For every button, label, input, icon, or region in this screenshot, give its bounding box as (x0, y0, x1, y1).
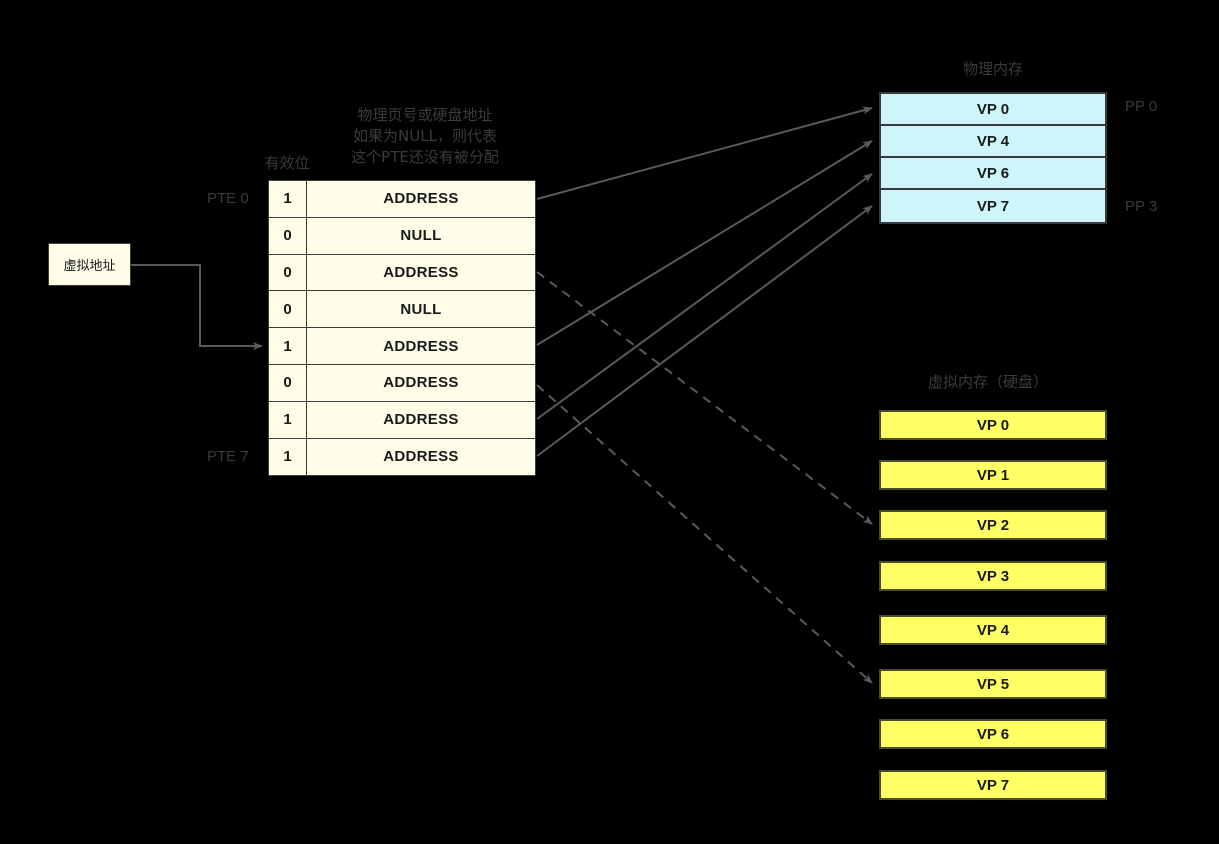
table-row[interactable]: 0 ADDRESS (269, 254, 535, 292)
disk-memory-title: 虚拟内存（硬盘） (927, 373, 1049, 391)
list-item[interactable]: VP 7 (879, 770, 1107, 800)
physical-page-label: VP 6 (976, 164, 1010, 182)
pte-valid-bit: 1 (269, 181, 307, 217)
list-item[interactable]: VP 5 (879, 669, 1107, 699)
physical-page-label: VP 7 (976, 197, 1010, 215)
table-row[interactable]: 0 ADDRESS (269, 364, 535, 402)
pte-address: ADDRESS (383, 263, 459, 281)
pte-valid-bit: 1 (269, 438, 307, 476)
list-item[interactable]: VP 4 (881, 126, 1105, 158)
disk-page-label: VP 7 (976, 776, 1010, 794)
disk-page-label: VP 6 (976, 725, 1010, 743)
edge-pte2-to-disk-vp2 (536, 271, 873, 525)
list-item[interactable]: VP 0 (881, 94, 1105, 126)
pte-address: NULL (400, 227, 442, 245)
edge-pte5-to-disk-vp5 (536, 384, 873, 684)
physical-memory-title: 物理内存 (962, 60, 1024, 78)
edge-pte0-to-pp0 (536, 106, 873, 200)
table-row[interactable]: 1 ADDRESS (269, 401, 535, 439)
pte-address: NULL (400, 300, 442, 318)
disk-page-label: VP 1 (976, 466, 1010, 484)
edge-pte4-to-pp1 (536, 140, 873, 346)
table-row[interactable]: 1 ADDRESS (269, 328, 535, 365)
list-item[interactable]: VP 2 (879, 510, 1107, 540)
pte-address: ADDRESS (383, 190, 459, 208)
page-table: 1 ADDRESS 0 NULL 0 ADDRESS 0 NULL 1 ADDR… (268, 180, 536, 477)
physical-page-label: VP 0 (976, 100, 1010, 118)
table-row[interactable]: 1 ADDRESS (269, 181, 535, 218)
disk-page-label: VP 3 (976, 567, 1010, 585)
table-row[interactable]: 0 NULL (269, 291, 535, 329)
address-note: 物理页号或硬盘地址 如果为NULL，则代表 这个PTE还没有被分配 (351, 105, 499, 168)
disk-page-label: VP 0 (976, 416, 1010, 434)
pte-address: ADDRESS (383, 411, 459, 429)
edge-pte6-to-pp2 (536, 173, 873, 420)
list-item[interactable]: VP 6 (881, 158, 1105, 190)
table-row[interactable]: 1 ADDRESS (269, 438, 535, 476)
table-row[interactable]: 0 NULL (269, 217, 535, 255)
disk-page-label: VP 2 (976, 516, 1010, 534)
valid-bit-label: 有效位 (264, 154, 310, 172)
edge-virtual-address-to-pte4 (131, 264, 263, 350)
virtual-address-box[interactable]: 虚拟地址 (48, 243, 131, 286)
list-item[interactable]: VP 1 (879, 460, 1107, 490)
list-item[interactable]: VP 0 (879, 410, 1107, 440)
pte-first-label: PTE 0 (207, 190, 249, 207)
pp-last-label: PP 3 (1125, 198, 1158, 215)
pte-valid-bit: 0 (269, 254, 307, 291)
pte-valid-bit: 0 (269, 291, 307, 328)
list-item[interactable]: VP 4 (879, 615, 1107, 645)
edge-pte7-to-pp3 (536, 205, 873, 457)
pte-address: ADDRESS (383, 448, 459, 466)
physical-memory-block: VP 0 VP 4 VP 6 VP 7 (879, 92, 1107, 224)
list-item[interactable]: VP 7 (881, 190, 1105, 222)
list-item[interactable]: VP 3 (879, 561, 1107, 591)
pp-first-label: PP 0 (1125, 98, 1158, 115)
disk-page-label: VP 5 (976, 675, 1010, 693)
disk-page-label: VP 4 (976, 621, 1010, 639)
list-item[interactable]: VP 6 (879, 719, 1107, 749)
pte-valid-bit: 1 (269, 401, 307, 438)
address-note-line-3: 这个PTE还没有被分配 (351, 148, 499, 166)
pte-valid-bit: 0 (269, 217, 307, 254)
pte-address: ADDRESS (383, 374, 459, 392)
virtual-address-label: 虚拟地址 (63, 259, 116, 274)
pte-address: ADDRESS (383, 337, 459, 355)
address-note-line-2: 如果为NULL，则代表 (353, 127, 497, 145)
pte-valid-bit: 0 (269, 364, 307, 401)
pte-last-label: PTE 7 (207, 448, 249, 465)
address-note-line-1: 物理页号或硬盘地址 (357, 106, 493, 124)
physical-page-label: VP 4 (976, 132, 1010, 150)
pte-valid-bit: 1 (269, 328, 307, 364)
